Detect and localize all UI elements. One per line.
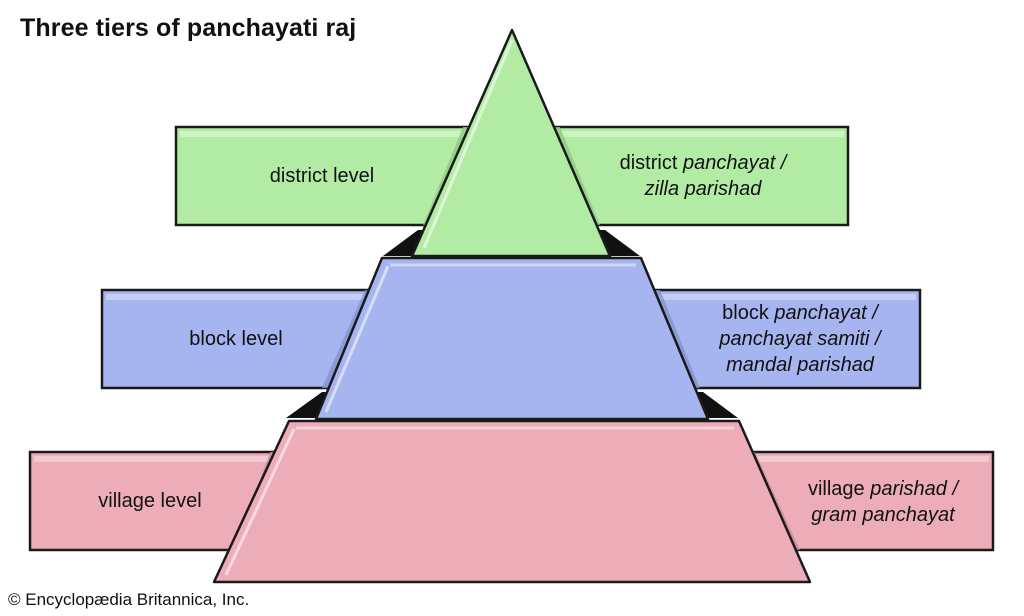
block-body-italic-2: panchayat samiti /: [719, 328, 881, 350]
village-tier: [212, 419, 812, 584]
block-body-italic-1: panchayat /: [774, 302, 878, 324]
block-level-label: block level: [189, 328, 283, 350]
district-body-italic-2: zilla parishad: [644, 178, 762, 200]
village-body-plain: village: [807, 478, 871, 500]
district-tier: [410, 28, 612, 258]
block-body-italic-3: mandal parishad: [726, 354, 874, 376]
village-body-italic-1: parishad /: [870, 478, 959, 500]
district-body-label: district panchayat / zilla parishad: [598, 150, 808, 202]
block-tier: [314, 256, 710, 421]
village-body-label: village parishad / gram panchayat: [778, 476, 988, 528]
district-body-plain: district: [619, 152, 683, 174]
village-level-label: village level: [98, 490, 202, 512]
page-title: Three tiers of panchayati raj: [20, 14, 357, 42]
district-body-italic-1: panchayat /: [682, 152, 787, 174]
block-body-label: block panchayat / panchayat samiti / man…: [690, 300, 910, 378]
village-body-italic-2: gram panchayat: [811, 504, 955, 526]
copyright-credit: © Encyclopædia Britannica, Inc.: [8, 590, 250, 609]
district-level-label: district level: [269, 165, 375, 187]
block-body-plain: block: [722, 302, 775, 324]
